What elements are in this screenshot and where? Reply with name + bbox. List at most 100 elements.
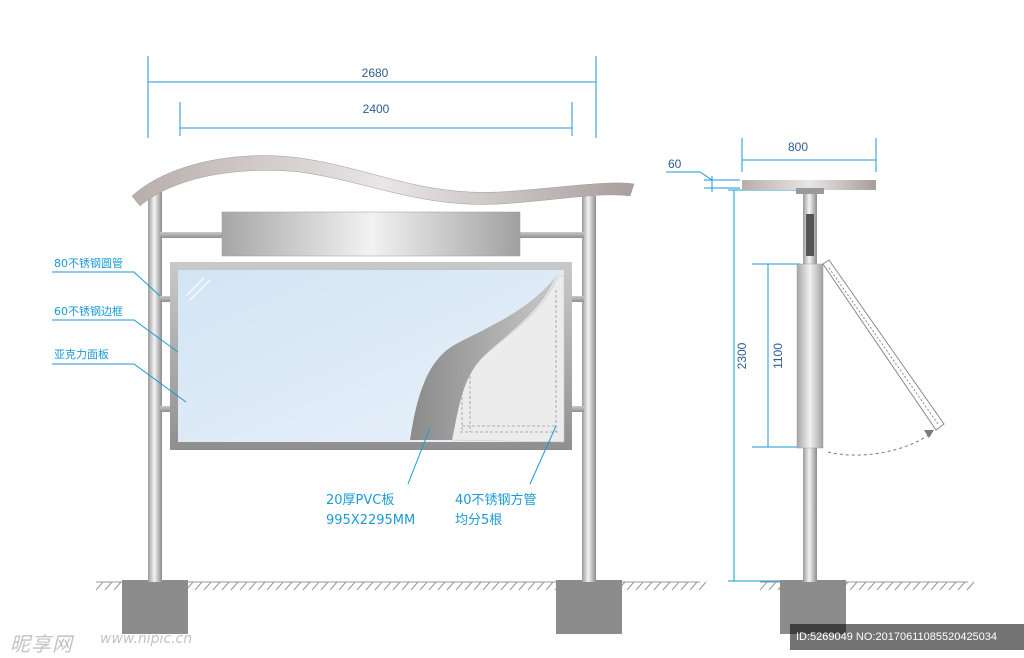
hatch-mark [491, 581, 500, 591]
right-post [582, 196, 596, 582]
hatch-mark [320, 581, 329, 591]
hatch-mark [329, 581, 338, 591]
right-foundation [556, 580, 622, 634]
hatch-mark [95, 581, 104, 591]
hatch-mark [113, 581, 122, 591]
hatch-mark [338, 581, 347, 591]
header-sign-box [221, 211, 521, 257]
swing-arc [827, 433, 931, 456]
opened-panel [822, 259, 945, 431]
callout-frame: 60不锈钢边框 [54, 305, 123, 318]
image-id-bar: ID:5269049 NO:20170611085520425034 [790, 624, 1024, 650]
hatch-mark [768, 581, 777, 591]
hatch-mark [849, 581, 858, 591]
hatch-mark [212, 581, 221, 591]
hatch-mark [446, 581, 455, 591]
side-depth-dimension [741, 138, 877, 172]
side-post-dark-slot [806, 214, 814, 256]
hatch-mark [644, 581, 653, 591]
pvc-board-back [451, 275, 565, 443]
hatch-mark [876, 581, 885, 591]
overall-width-dimension [147, 56, 597, 138]
overall-height-dimension [728, 189, 800, 582]
hatch-mark [626, 581, 635, 591]
hatch-mark [635, 581, 644, 591]
hatch-mark [455, 581, 464, 591]
hatch-mark [903, 581, 912, 591]
callout-acrylic: 亚克力面板 [54, 347, 109, 361]
wavy-roof [131, 155, 635, 207]
callout-square-tube-line1: 40不锈钢方管 [455, 492, 537, 508]
pvc-board-curl [410, 276, 556, 440]
hatch-mark [698, 581, 707, 591]
callout-pvc-line2: 995X2295MM [326, 513, 415, 528]
left-post [148, 190, 162, 582]
panel-width-label: 2400 [363, 102, 390, 116]
hatch-mark [473, 581, 482, 591]
hatch-mark [894, 581, 903, 591]
side-depth-label: 800 [788, 140, 808, 154]
hatch-mark [311, 581, 320, 591]
hatch-mark [203, 581, 212, 591]
hatch-mark [275, 581, 284, 591]
hatch-mark [374, 581, 383, 591]
hatch-mark [293, 581, 302, 591]
hatch-mark [392, 581, 401, 591]
swing-arrow [924, 430, 934, 438]
glass-glare [185, 277, 211, 301]
side-roof [742, 180, 876, 190]
watermark-site: www.nipic.cn [100, 631, 193, 647]
hatch-mark [653, 581, 662, 591]
watermark-logo: 昵享网 [10, 632, 73, 656]
hatch-mark [428, 581, 437, 591]
hatch-mark [464, 581, 473, 591]
callout-square-tube-line2: 均分5根 [455, 513, 502, 528]
hatch-mark [482, 581, 491, 591]
hatch-mark [356, 581, 365, 591]
top-thickness-dimension [666, 171, 740, 192]
hatch-mark [302, 581, 311, 591]
hatch-mark [759, 581, 768, 591]
hatch-mark [867, 581, 876, 591]
hatch-mark [419, 581, 428, 591]
hatch-mark [912, 581, 921, 591]
hatch-mark [536, 581, 545, 591]
hatch-mark [957, 581, 966, 591]
callout-leaders [52, 271, 557, 485]
panel-height-dimension [752, 263, 800, 448]
overall-height-label: 2300 [735, 342, 749, 369]
hatch-mark [518, 581, 527, 591]
hatch-mark [221, 581, 230, 591]
hatch-mark [680, 581, 689, 591]
hatch-mark [401, 581, 410, 591]
callout-round-tube: 80不锈钢圆管 [54, 256, 123, 270]
callout-pvc-line1: 20厚PVC板 [326, 493, 394, 508]
hatch-mark [948, 581, 957, 591]
hatch-mark [858, 581, 867, 591]
hatch-mark [347, 581, 356, 591]
hatch-mark [500, 581, 509, 591]
hatch-mark [921, 581, 930, 591]
hatch-mark [662, 581, 671, 591]
panel-width-dimension [179, 102, 573, 136]
overall-width-label: 2680 [362, 66, 389, 80]
hatch-mark [939, 581, 948, 591]
hatch-mark [284, 581, 293, 591]
hatch-mark [966, 581, 975, 591]
hatch-mark [545, 581, 554, 591]
hatch-mark [383, 581, 392, 591]
hatch-mark [230, 581, 239, 591]
hatch-mark [437, 581, 446, 591]
hatch-mark [365, 581, 374, 591]
panel-height-label: 1100 [771, 343, 785, 369]
left-foundation [122, 580, 188, 634]
hatch-mark [671, 581, 680, 591]
hatch-mark [104, 581, 113, 591]
hatch-mark [257, 581, 266, 591]
top-thickness-label: 60 [668, 157, 682, 171]
hatch-mark [689, 581, 698, 591]
hatch-mark [266, 581, 275, 591]
square-tube-frame [460, 290, 560, 433]
side-board [796, 263, 824, 449]
